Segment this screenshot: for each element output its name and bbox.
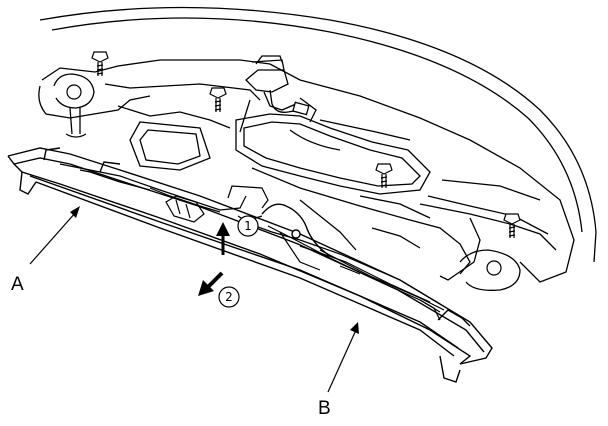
leader-a	[29, 211, 77, 265]
step-1-marker: 1	[237, 215, 259, 237]
lamp-bracket	[59, 163, 445, 321]
panel-bosses	[66, 84, 502, 276]
bolt-icon	[91, 51, 521, 238]
wire-harness	[269, 89, 310, 116]
callout-b-label: B	[318, 398, 331, 419]
callout-leaders	[29, 206, 359, 393]
callout-a-label: A	[11, 274, 24, 295]
leader-b	[327, 329, 357, 393]
step-2-arrow	[198, 271, 224, 296]
step-2-marker: 2	[218, 286, 240, 308]
step-1-arrow	[216, 222, 230, 255]
body-panel	[38, 6, 597, 291]
light-assembly-housing	[7, 147, 493, 383]
step-2-number: 2	[225, 290, 233, 304]
step-1-number: 1	[244, 219, 252, 233]
